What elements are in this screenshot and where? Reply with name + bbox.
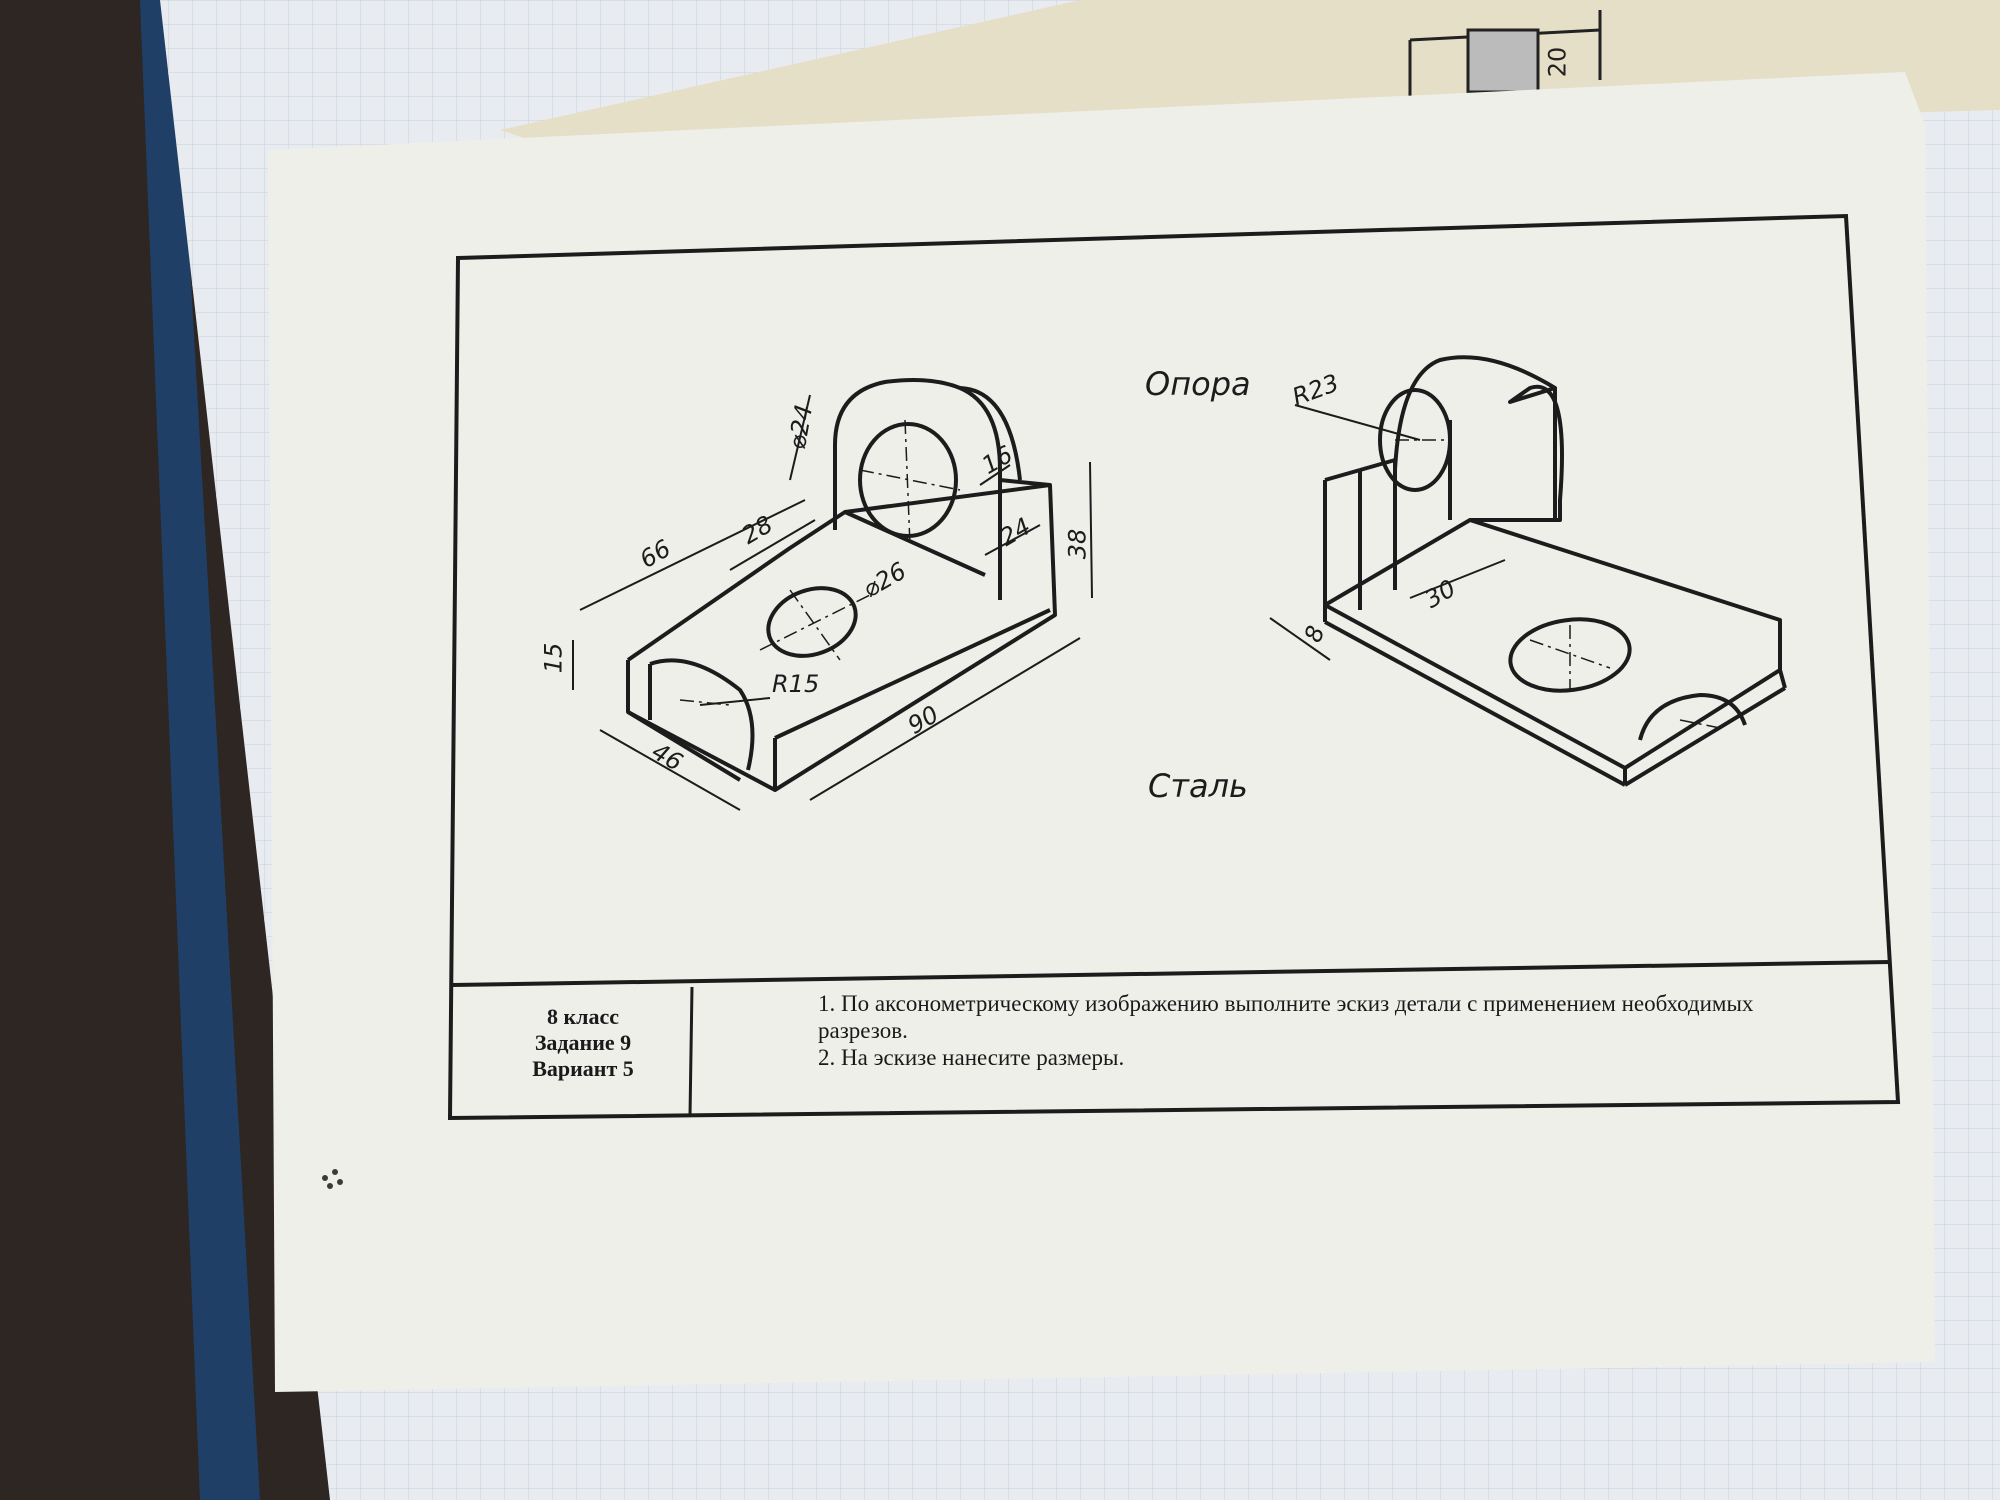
task-label: Задание 9 <box>534 1030 632 1055</box>
task-sheet <box>268 72 1935 1392</box>
dim-radius-15: R15 <box>772 670 820 698</box>
title-block-instructions: 1. По аксонометрическому изображению вып… <box>738 990 1838 1071</box>
material-label: Сталь <box>1148 767 1248 805</box>
dim-15: 15 <box>539 642 568 674</box>
left-part-drawing <box>626 378 1057 792</box>
drawing-frame <box>447 213 1901 1121</box>
part-title: Опора <box>1145 365 1251 403</box>
instruction-1: 1. По аксонометрическому изображению вып… <box>818 991 1754 1043</box>
ink-smudge <box>322 1169 343 1189</box>
blue-folder-edge <box>140 0 260 1500</box>
dim-diameter-24: ⌀24 <box>782 402 819 452</box>
dim-38: 38 <box>1063 528 1092 560</box>
right-part-drawing <box>1323 355 1787 787</box>
title-block-info: 8 класс Задание 9 Вариант 5 <box>478 1004 688 1082</box>
instruction-2: 2. На эскизе нанесите размеры. <box>818 1045 1125 1070</box>
background-dimension-20: 20 <box>1543 46 1572 78</box>
grade-label: 8 класс <box>546 1004 620 1029</box>
variant-label: Вариант 5 <box>532 1056 634 1081</box>
